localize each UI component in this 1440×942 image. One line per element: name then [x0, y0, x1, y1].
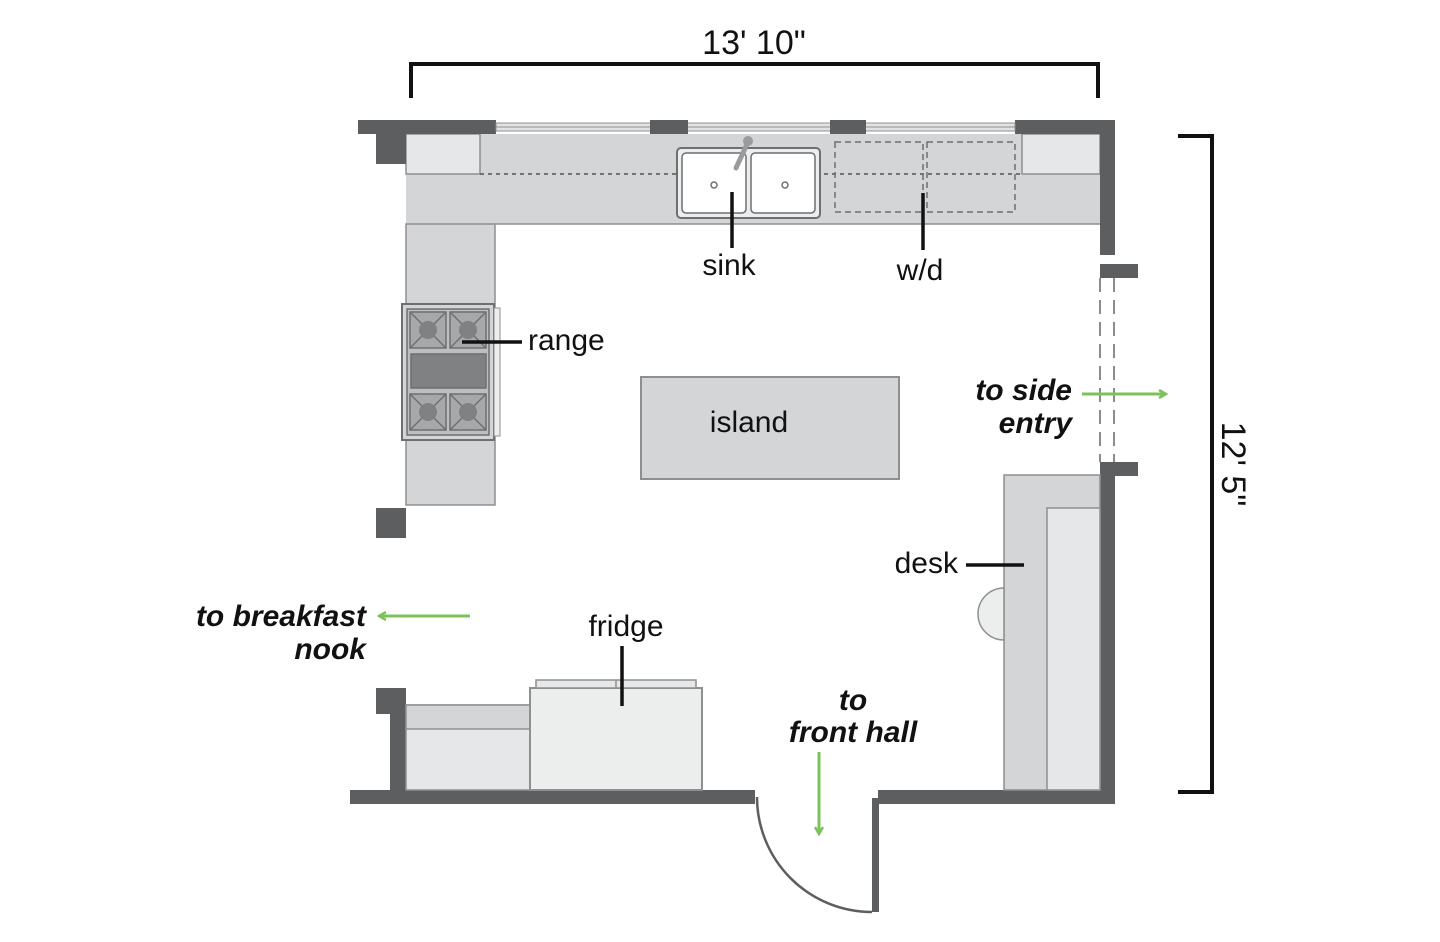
- washer-dryer: [834, 141, 1016, 213]
- width-dimension-label: 13' 10": [702, 24, 806, 62]
- exit-side-entry: to side entry: [975, 374, 1165, 440]
- breakfast-nook-label-line1: to breakfast: [196, 600, 368, 633]
- side-entry-door: [1099, 278, 1115, 462]
- exit-front-hall: to front hall: [789, 684, 918, 833]
- corner-cabinet-left: [405, 133, 481, 175]
- island: [640, 376, 900, 480]
- washer-dryer-label: w/d: [896, 254, 944, 287]
- range-label: range: [528, 324, 605, 357]
- exit-breakfast-nook: to breakfast nook: [196, 600, 470, 666]
- fridge-label: fridge: [588, 610, 663, 643]
- side-entry-label-line1: to side: [975, 374, 1072, 407]
- island-label: island: [710, 406, 788, 439]
- window-top: [495, 120, 1016, 134]
- range: [401, 303, 501, 441]
- walls: [350, 120, 1138, 912]
- breakfast-nook-label-line2: nook: [294, 633, 367, 666]
- height-dimension: 12' 5": [1178, 134, 1252, 794]
- front-hall-label-line2: front hall: [789, 716, 918, 749]
- corner-cabinet-right: [1021, 133, 1101, 175]
- fridge: [529, 679, 703, 791]
- desk-label: desk: [895, 547, 959, 580]
- desk: [977, 474, 1101, 791]
- side-entry-label-line2: entry: [999, 407, 1074, 440]
- height-dimension-label: 12' 5": [1214, 422, 1252, 507]
- sink-label: sink: [702, 249, 756, 282]
- front-hall-door-swing: [755, 796, 873, 914]
- front-hall-label-line1: to: [839, 684, 867, 717]
- width-dimension: 13' 10": [409, 24, 1100, 98]
- lower-counter: [405, 704, 531, 791]
- sink: [676, 136, 821, 248]
